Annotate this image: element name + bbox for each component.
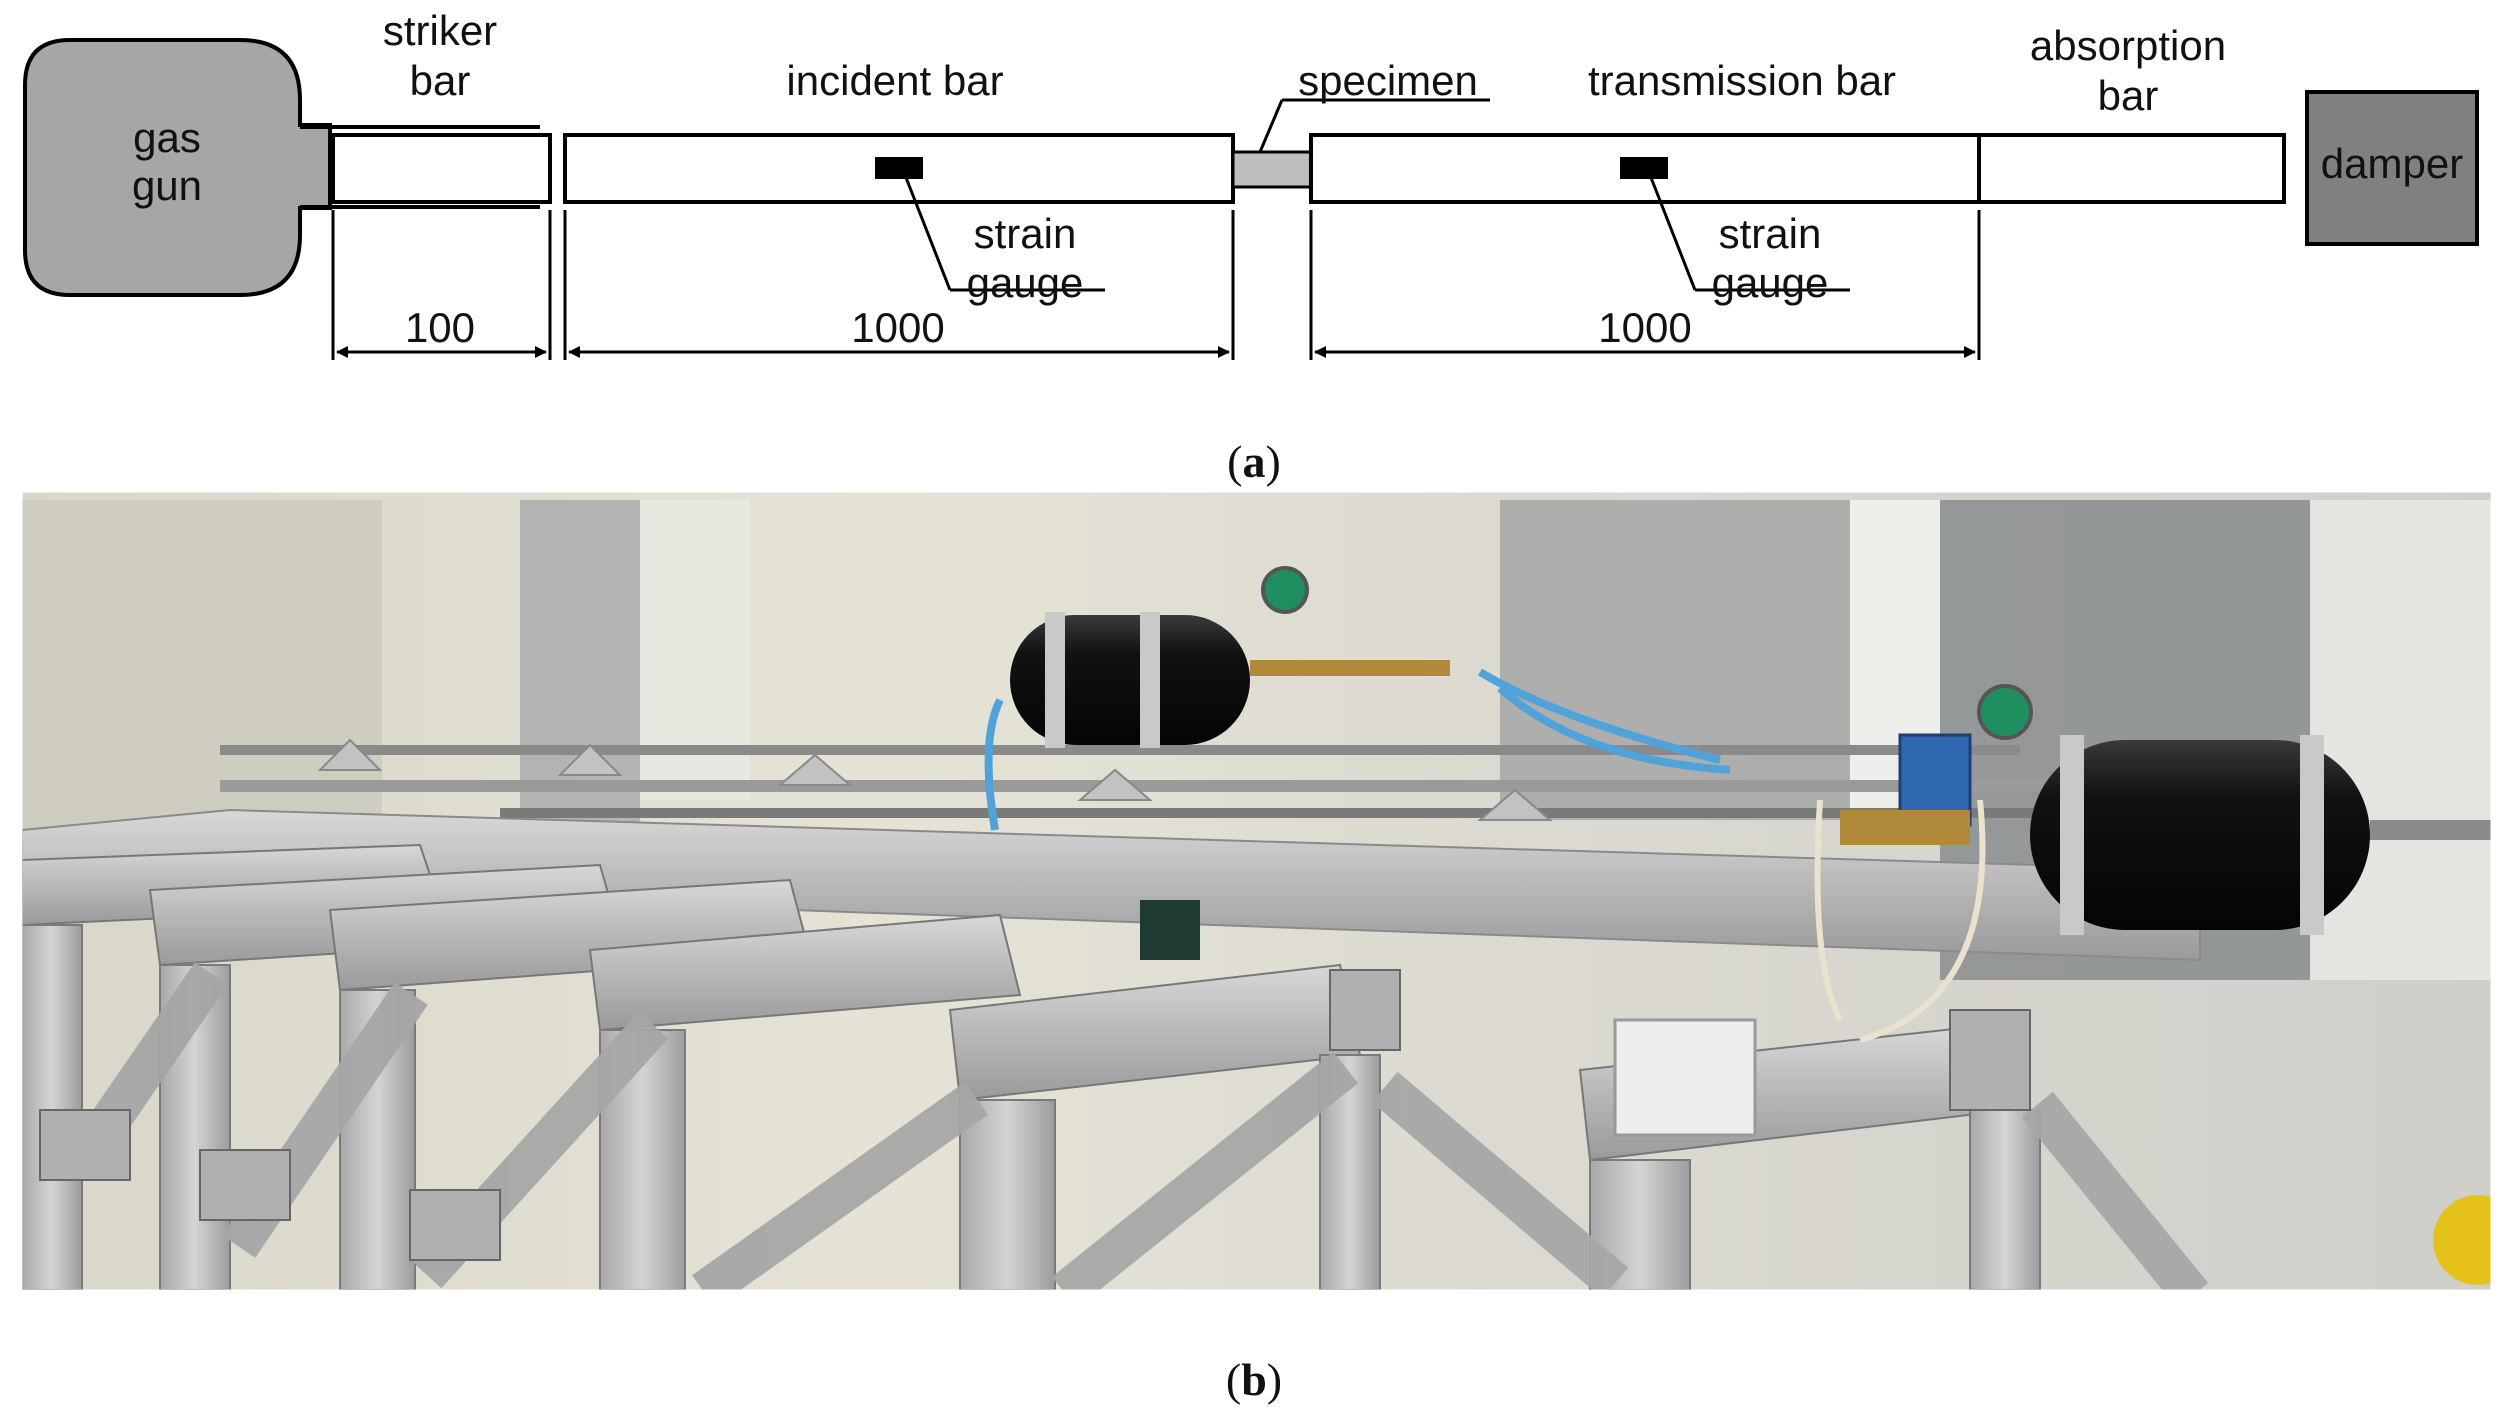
absorption-bar-label-line2: bar <box>2098 72 2159 119</box>
strain-gauge-incident-label-line2: gauge <box>967 259 1084 306</box>
schematic-diagram: gas gun striker bar incident bar strain … <box>23 7 2479 360</box>
striker-bar-label-line2: bar <box>410 57 471 104</box>
strain-gauge-transmission-label-line2: gauge <box>1712 259 1829 306</box>
strain-gauge-incident-label-line1: strain <box>974 210 1077 257</box>
caption-a: (a) <box>1227 436 1281 487</box>
incident-bar-label: incident bar <box>786 57 1003 104</box>
specimen <box>1231 150 1313 189</box>
strain-gauge-transmission-label-line1: strain <box>1719 210 1822 257</box>
caption-b: (b) <box>1226 1354 1282 1405</box>
gas-gun-label-line1: gas <box>133 114 201 161</box>
specimen-label: specimen <box>1298 57 1478 104</box>
dimension-transmission: 1000 <box>1598 304 1691 351</box>
photo-setup <box>21 491 2492 1291</box>
transmission-bar-label: transmission bar <box>1588 57 1896 104</box>
absorption-bar <box>1977 133 2286 204</box>
gas-gun-label-line2: gun <box>132 162 202 209</box>
damper-label: damper <box>2321 140 2463 187</box>
striker-bar-label-line1: striker <box>383 7 497 54</box>
strain-gauge-incident <box>875 157 923 179</box>
absorption-bar-label-line1: absorption <box>2030 22 2226 69</box>
gas-gun-shape <box>23 38 332 297</box>
striker-bar <box>331 133 552 204</box>
dimension-striker: 100 <box>405 304 475 351</box>
dimension-incident: 1000 <box>851 304 944 351</box>
tank-left <box>1010 566 1450 748</box>
damper <box>2305 90 2479 246</box>
tank-right <box>1977 684 2491 935</box>
strain-gauge-transmission <box>1620 157 1668 179</box>
